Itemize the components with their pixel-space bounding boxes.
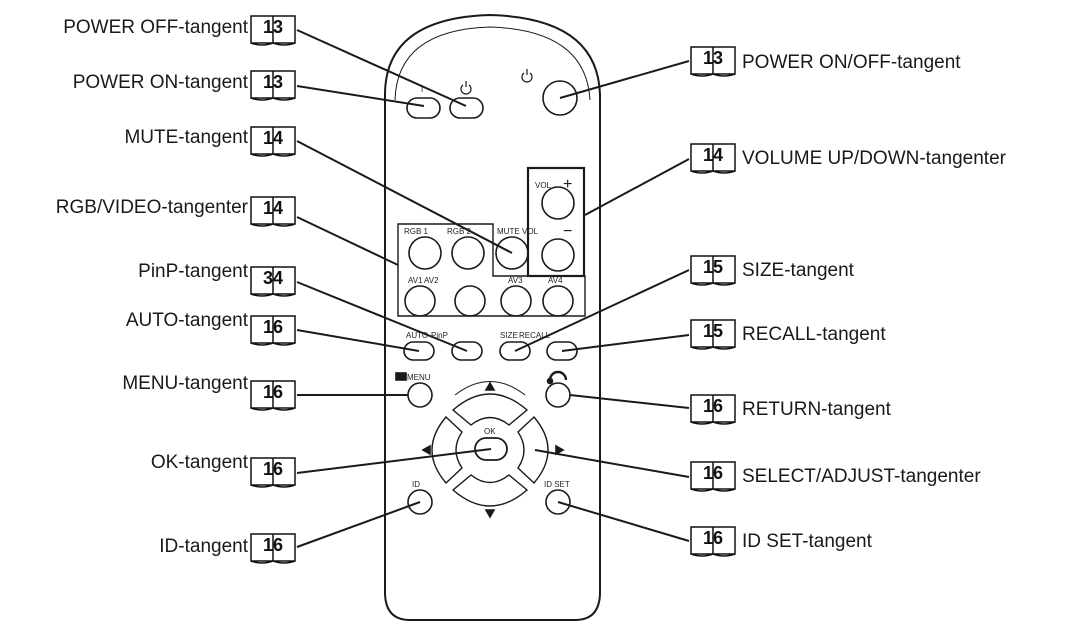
power-icon <box>460 69 533 95</box>
power-on-button[interactable] <box>406 97 441 119</box>
volume-down-button[interactable] <box>541 238 575 272</box>
av4-label: AV4 <box>548 276 563 285</box>
page-number: 14 <box>262 128 284 148</box>
page-ref-book: 16 <box>690 524 736 558</box>
remote-body <box>384 13 601 621</box>
rgb1-label: RGB 1 <box>404 227 429 236</box>
ok-button[interactable] <box>474 437 508 461</box>
remote-inner-outline <box>394 26 591 101</box>
callout-power-off-label: POWER OFF-tangent <box>63 17 248 38</box>
page-number: 16 <box>702 463 724 483</box>
vol-small-label: VOL <box>522 227 539 236</box>
id-button[interactable] <box>407 489 433 515</box>
page-number: 15 <box>702 257 724 277</box>
callout-return-label: RETURN-tangent <box>742 399 891 420</box>
rgb1-button[interactable] <box>408 236 442 270</box>
ok-label: OK <box>484 427 496 436</box>
idset-button[interactable] <box>545 489 571 515</box>
page-ref-book: 16 <box>250 455 296 489</box>
return-button[interactable] <box>545 382 571 408</box>
page-number: 14 <box>262 198 284 218</box>
menu-label: MENU <box>407 373 431 382</box>
callout-power-toggle-label: POWER ON/OFF-tangent <box>742 52 961 73</box>
page-number: 16 <box>702 396 724 416</box>
callout-rgb-video-label: RGB/VIDEO-tangenter <box>55 197 248 218</box>
leader-lines <box>296 29 690 548</box>
menu-screen-icon <box>395 372 407 381</box>
auto-label: AUTO <box>406 331 428 340</box>
av2-label: AV2 <box>424 276 439 285</box>
callout-id-label: ID-tangent <box>159 536 248 557</box>
page-number: 13 <box>262 17 284 37</box>
callout-auto-label: AUTO-tangent <box>125 310 248 331</box>
callout-power-on-label: POWER ON-tangent <box>72 72 248 93</box>
page-number: 13 <box>262 72 284 92</box>
callout-select-adjust-label: SELECT/ADJUST-tangenter <box>742 466 981 487</box>
id-label: ID <box>412 480 420 489</box>
page-ref-book: 15 <box>690 253 736 287</box>
callout-pinp-label: PinP-tangent <box>138 261 248 282</box>
page-number: 16 <box>262 535 284 555</box>
callout-recall-label: RECALL-tangent <box>742 324 886 345</box>
callout-ok-label: OK-tangent <box>150 452 248 473</box>
page-ref-book: 14 <box>250 124 296 158</box>
power-off-button[interactable] <box>449 97 484 119</box>
dpad <box>431 381 549 507</box>
page-ref-book: 15 <box>690 317 736 351</box>
auto-button[interactable] <box>403 341 435 361</box>
av1-button[interactable] <box>404 285 436 317</box>
page-ref-book: 16 <box>690 392 736 426</box>
page-number: 34 <box>262 268 284 288</box>
page-number: 15 <box>702 321 724 341</box>
vol-label: VOL <box>535 181 552 190</box>
page-number: 16 <box>262 382 284 402</box>
callout-mute-label: MUTE-tangent <box>124 127 248 148</box>
idset-label: ID SET <box>544 480 570 489</box>
av3-label: AV3 <box>508 276 523 285</box>
callout-size-label: SIZE-tangent <box>742 260 854 281</box>
page-ref-book: 16 <box>250 531 296 565</box>
size-label: SIZE <box>500 331 518 340</box>
recall-label: RECALL <box>519 331 551 340</box>
page-ref-book: 16 <box>690 459 736 493</box>
pinp-label: PinP <box>431 331 448 340</box>
power-on-label: I <box>421 85 423 94</box>
page-ref-book: 13 <box>250 13 296 47</box>
av2-button[interactable] <box>454 285 486 317</box>
vol-plus-label: + <box>563 176 572 193</box>
page-ref-book: 14 <box>250 194 296 228</box>
page-ref-book: 16 <box>250 313 296 347</box>
callout-menu-label: MENU-tangent <box>122 373 248 394</box>
recall-button[interactable] <box>546 341 578 361</box>
size-button[interactable] <box>499 341 531 361</box>
mute-button[interactable] <box>495 236 529 270</box>
av4-button[interactable] <box>542 285 574 317</box>
rgb2-label: RGB 2 <box>447 227 472 236</box>
page-ref-book: 34 <box>250 264 296 298</box>
page-ref-book: 13 <box>250 68 296 102</box>
av3-button[interactable] <box>500 285 532 317</box>
rgb2-button[interactable] <box>451 236 485 270</box>
page-number: 16 <box>702 528 724 548</box>
mute-label: MUTE <box>497 227 520 236</box>
page-ref-book: 14 <box>690 141 736 175</box>
return-icon <box>548 370 568 381</box>
volume-group-frame <box>526 166 586 278</box>
page-number: 13 <box>702 48 724 68</box>
page-number: 14 <box>702 145 724 165</box>
callout-volume-label: VOLUME UP/DOWN-tangenter <box>742 148 1006 169</box>
pinp-button[interactable] <box>451 341 483 361</box>
page-number: 16 <box>262 459 284 479</box>
volume-up-button[interactable] <box>541 186 575 220</box>
av1-label: AV1 <box>408 276 423 285</box>
menu-button[interactable] <box>407 382 433 408</box>
vol-minus-label: − <box>563 223 572 240</box>
page-number: 16 <box>262 317 284 337</box>
callout-idset-label: ID SET-tangent <box>742 531 872 552</box>
page-ref-book: 13 <box>690 44 736 78</box>
power-toggle-button[interactable] <box>542 80 578 116</box>
page-ref-book: 16 <box>250 378 296 412</box>
